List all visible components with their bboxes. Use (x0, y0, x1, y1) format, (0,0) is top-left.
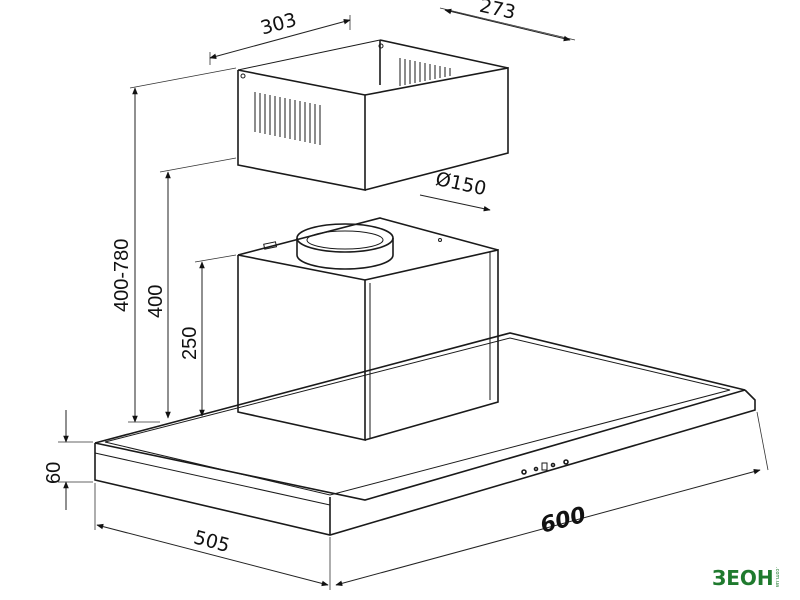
label-150: Ø150 (434, 168, 489, 200)
dim-hood-width: 600 (335, 411, 769, 587)
label-250: 250 (179, 327, 201, 360)
dim-height-250: 250 (179, 254, 237, 417)
label-400: 400 (145, 285, 167, 318)
vent-slots-back (399, 58, 451, 86)
dim-duct-diameter: Ø150 (419, 168, 491, 212)
label-505: 505 (191, 526, 232, 557)
dim-height-400: 400 (145, 157, 237, 419)
dim-height-range: 400-780 (111, 67, 237, 423)
logo-text: ЗЕОH (712, 566, 774, 590)
brand-logo: ЗЕОH .com.ua (712, 566, 780, 590)
duct-collar (296, 223, 394, 270)
upper-chimney (237, 39, 509, 191)
label-400-780: 400-780 (111, 239, 133, 312)
dim-hood-height: 60 (43, 410, 93, 510)
vent-slots-front (254, 92, 321, 145)
logo-sub: .com.ua (774, 567, 780, 587)
label-600: 600 (538, 503, 589, 539)
dim-hood-depth: 505 (94, 483, 331, 590)
dim-chimney-width: 303 (209, 9, 351, 65)
hood-canopy (94, 332, 756, 536)
label-303: 303 (258, 9, 299, 40)
label-60: 60 (43, 462, 65, 484)
dim-chimney-depth: 273 (439, 0, 576, 42)
lower-chimney (237, 217, 499, 441)
label-273: 273 (477, 0, 517, 24)
